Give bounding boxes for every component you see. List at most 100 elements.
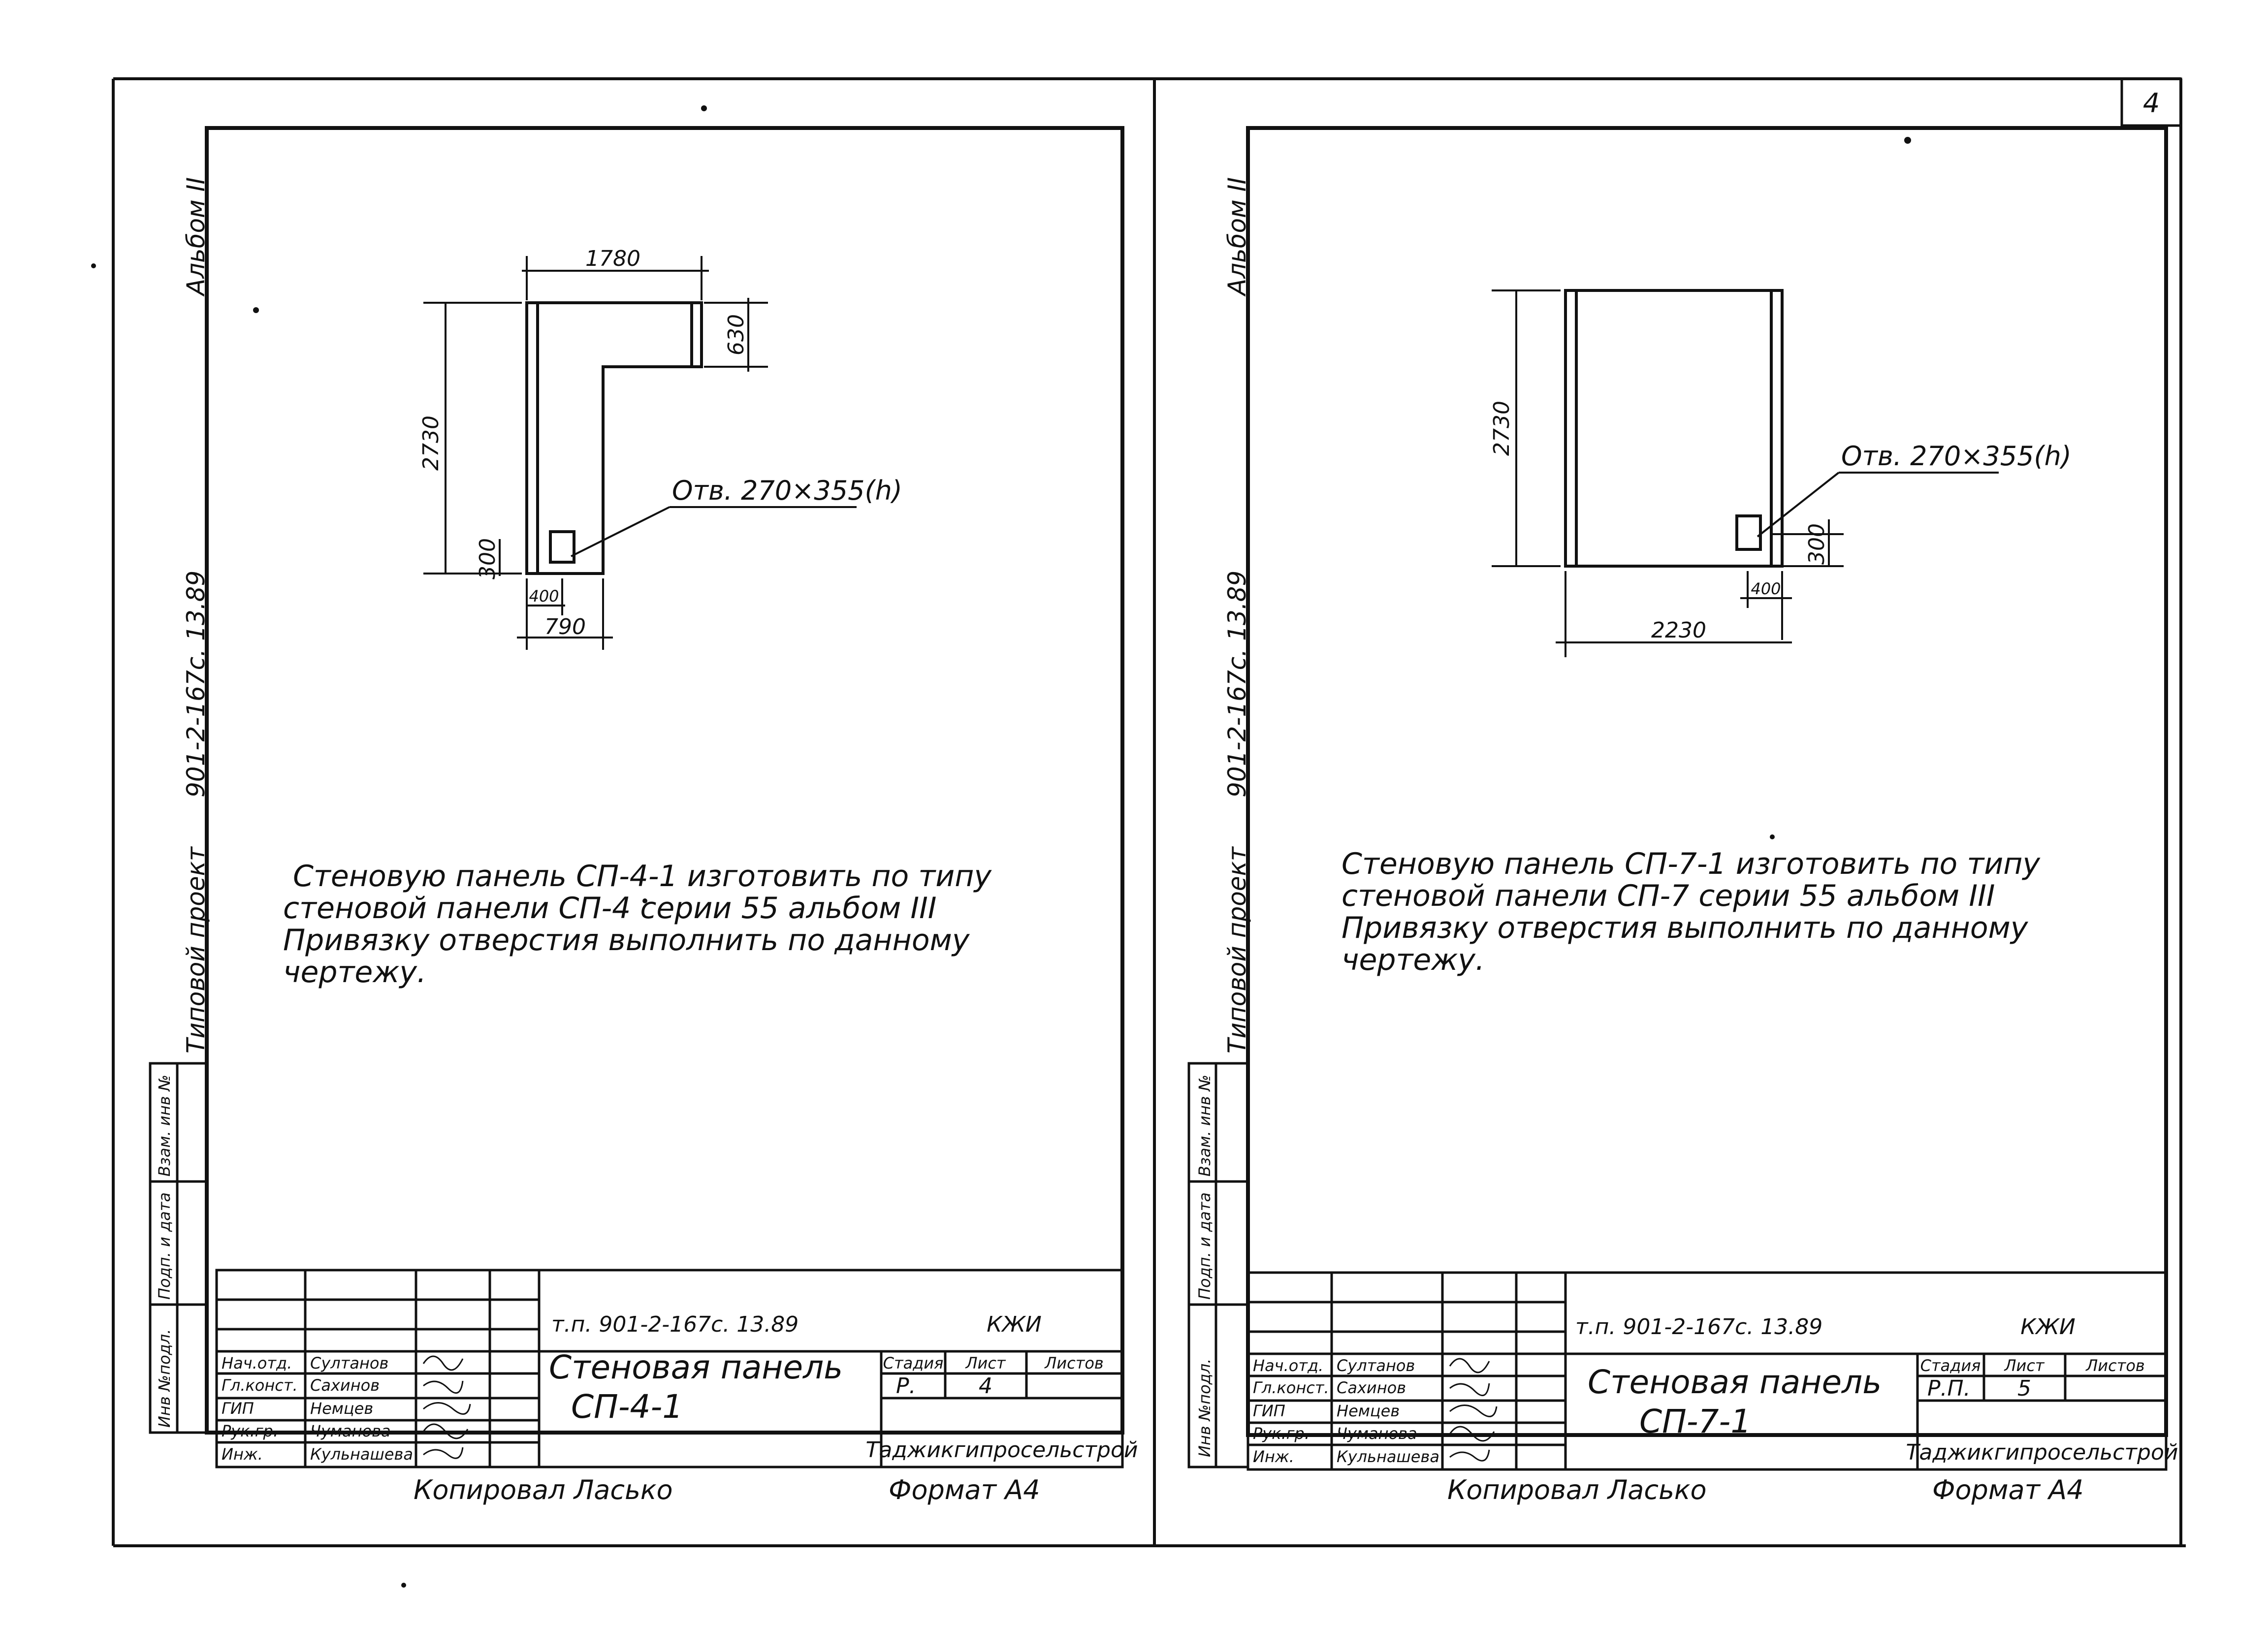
right-title-line1: Стеновая панель: [1588, 1363, 1882, 1401]
right-stamp-replace: Взам. инв №: [1195, 1075, 1214, 1177]
left-dim-790: 790: [544, 614, 586, 639]
left-note-line-1: Стеновую панель СП-4-1 изготовить по тип…: [293, 859, 992, 894]
left-dim-400: 400: [529, 587, 559, 606]
left-stamp-inv: Инв №подл.: [155, 1329, 174, 1428]
right-sheet-header: Лист: [2004, 1356, 2044, 1375]
right-note: Стеновую панель СП-7-1 изготовить по тип…: [1342, 847, 2041, 977]
left-title-block: [215, 1269, 1124, 1468]
left-section: КЖИ: [987, 1312, 1042, 1337]
right-album-label: Альбом II: [1223, 177, 1251, 297]
right-sheet-value: 5: [2017, 1376, 2031, 1401]
right-name-4: Чуманова: [1337, 1424, 1417, 1443]
right-note-line-1: Стеновую панель СП-7-1 изготовить по тип…: [1342, 847, 2041, 881]
right-note-line-3: Привязку отверстия выполнить по данному: [1342, 911, 2029, 945]
left-role-4: Рук.гр.: [222, 1422, 278, 1440]
right-dim-2730: 2730: [1489, 401, 1514, 456]
left-panel: Альбом II Типовой проект 901-2-167с. 13.…: [149, 126, 1138, 1505]
right-note-line-4: чертежу.: [1342, 943, 1485, 977]
right-inner-frame: [1246, 126, 2168, 1437]
left-stage-value: Р.: [896, 1373, 916, 1399]
right-dim-400: 400: [1751, 579, 1781, 598]
right-stage-value: Р.П.: [1927, 1376, 1971, 1401]
right-stamp-inv: Инв №подл.: [1195, 1359, 1214, 1457]
right-org: Таджикгипросельстрой: [1906, 1440, 2178, 1465]
right-stage-header: Стадия: [1920, 1356, 1981, 1375]
left-side-code: 901-2-167с. 13.89: [182, 571, 210, 798]
right-role-3: ГИП: [1253, 1402, 1285, 1420]
left-note-line-3: Привязку отверстия выполнить по данному: [283, 923, 970, 958]
left-note-line-2: стеновой панели СП-4 серии 55 альбом III: [283, 891, 936, 926]
right-role-4: Рук.гр.: [1253, 1424, 1310, 1443]
right-title-block: [1246, 1271, 2168, 1471]
left-dim-630: 630: [724, 314, 749, 355]
left-name-4: Чуманова: [310, 1422, 391, 1440]
right-stamp-column: [1187, 1062, 1249, 1468]
right-hole: [1735, 514, 1762, 551]
right-dimensions: [1492, 289, 1999, 657]
left-org: Таджикгипросельстрой: [866, 1437, 1138, 1463]
right-copied: Копировал Ласько: [1447, 1474, 1707, 1505]
right-format: Формат А4: [1932, 1474, 2084, 1505]
right-role-1: Нач.отд.: [1253, 1356, 1323, 1375]
left-dimensions: [423, 256, 857, 650]
left-name-3: Немцев: [310, 1399, 373, 1418]
right-name-2: Сахинов: [1337, 1378, 1406, 1397]
right-section: КЖИ: [2020, 1314, 2076, 1340]
right-name-5: Кульнашева: [1337, 1447, 1439, 1466]
sheet-number: 4: [2143, 88, 2160, 119]
right-sheets-header: Листов: [2085, 1356, 2145, 1375]
right-signatures: [1449, 1358, 1498, 1462]
scan-specks: [91, 105, 1911, 1588]
left-stamp-column: [149, 1062, 208, 1434]
left-signatures: [422, 1355, 471, 1459]
left-name-5: Кульнашева: [310, 1445, 413, 1464]
right-hole-label: Отв. 270×355(h): [1841, 441, 2072, 472]
left-side-project: Типовой проект: [182, 846, 210, 1053]
right-title-line2: СП-7-1: [1639, 1403, 1751, 1440]
left-role-2: Гл.конст.: [222, 1376, 298, 1395]
left-stage-header: Стадия: [883, 1354, 944, 1373]
right-side-code: 901-2-167с. 13.89: [1223, 571, 1251, 798]
right-role-5: Инж.: [1253, 1447, 1294, 1466]
left-title-line1: Стеновая панель: [549, 1348, 843, 1386]
left-hole: [549, 530, 575, 564]
sheet-number-box: 4: [2120, 77, 2182, 127]
right-stamp-date: Подп. и дата: [1195, 1192, 1214, 1300]
left-sheets-header: Листов: [1044, 1354, 1104, 1373]
left-name-2: Сахинов: [310, 1376, 380, 1395]
left-note-line-4: чертежу.: [283, 955, 426, 990]
left-sheet-value: 4: [979, 1373, 992, 1399]
right-signature-rows: Нач.отд. Султанов Гл.конст. Сахинов ГИП …: [1253, 1356, 1439, 1466]
right-dim-2230: 2230: [1651, 618, 1706, 643]
right-side-project: Типовой проект: [1223, 846, 1251, 1053]
right-doc-code: т.п. 901-2-167с. 13.89: [1575, 1314, 1822, 1340]
left-stamp-date: Подп. и дата: [155, 1192, 174, 1300]
left-role-3: ГИП: [222, 1399, 254, 1418]
left-format: Формат А4: [889, 1474, 1040, 1505]
left-copied: Копировал Ласько: [414, 1474, 673, 1505]
left-role-1: Нач.отд.: [222, 1354, 292, 1373]
left-sheet-header: Лист: [965, 1354, 1006, 1373]
left-hole-label: Отв. 270×355(h): [672, 475, 902, 506]
left-title-line2: СП-4-1: [571, 1388, 683, 1426]
right-panel-drawing: [1564, 289, 1784, 568]
left-dim-2730: 2730: [418, 415, 444, 471]
left-album-label: Альбом II: [182, 177, 210, 297]
right-name-1: Султанов: [1337, 1356, 1415, 1375]
left-role-5: Инж.: [222, 1445, 263, 1464]
left-note: Стеновую панель СП-4-1 изготовить по тип…: [283, 859, 992, 990]
left-dim-1780: 1780: [585, 246, 640, 271]
right-note-line-2: стеновой панели СП-7 серии 55 альбом III: [1342, 879, 1995, 913]
left-stamp-replace: Взам. инв №: [155, 1075, 174, 1177]
left-dim-300: 300: [475, 538, 500, 579]
left-name-1: Султанов: [310, 1354, 388, 1373]
right-name-3: Немцев: [1337, 1402, 1400, 1420]
right-role-2: Гл.конст.: [1253, 1378, 1329, 1397]
left-panel-drawing: [525, 301, 703, 575]
left-signature-rows: Нач.отд. Султанов Гл.конст. Сахинов ГИП …: [222, 1354, 413, 1464]
left-doc-code: т.п. 901-2-167с. 13.89: [551, 1312, 799, 1337]
right-dim-300: 300: [1804, 523, 1829, 565]
outer-frame: [112, 77, 2186, 1547]
right-panel: Альбом II Типовой проект 901-2-167с. 13.…: [1187, 126, 2178, 1505]
